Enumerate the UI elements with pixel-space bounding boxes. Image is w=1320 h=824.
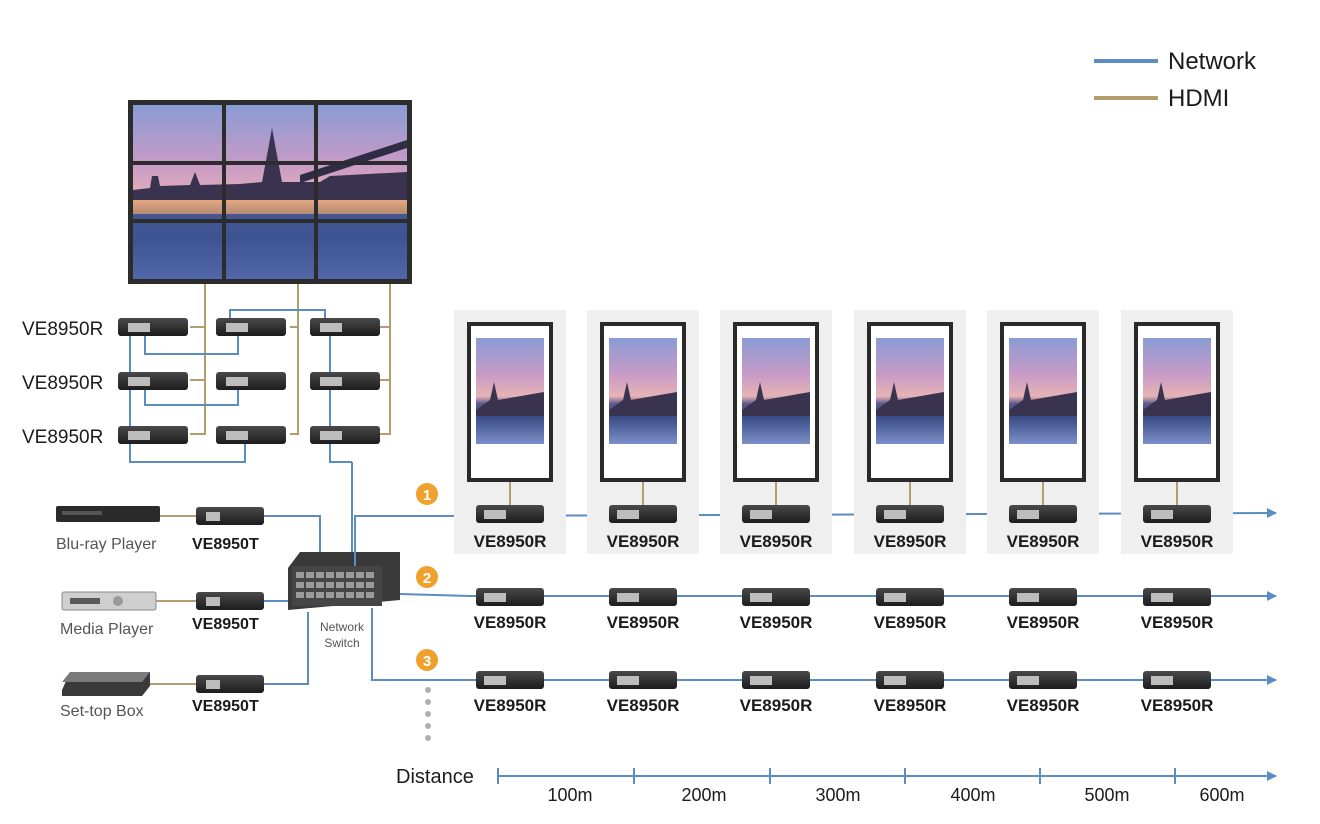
signage-unit: VE8950R	[587, 310, 699, 554]
receiver-label: VE8950R	[1007, 532, 1080, 551]
receiver-unit: VE8950R	[1007, 671, 1080, 715]
blu-ray-player-icon	[56, 506, 160, 522]
svg-text:3: 3	[423, 653, 431, 670]
receiver-label: VE8950R	[1141, 613, 1214, 632]
transmitters	[196, 507, 264, 693]
wall-receiver-label: VE8950R	[22, 427, 103, 448]
receiver-unit: VE8950R	[474, 588, 547, 632]
switch-label-line1: Network	[320, 620, 365, 634]
receiver-unit: VE8950R	[1141, 671, 1214, 715]
chain-badge: 3	[416, 649, 438, 671]
set-top-box-icon	[62, 672, 150, 696]
receiver-label: VE8950R	[874, 532, 947, 551]
receiver-unit: VE8950R	[1007, 588, 1080, 632]
receiver-label: VE8950R	[607, 696, 680, 715]
receiver-label: VE8950R	[1007, 613, 1080, 632]
distance-tick-label: 300m	[815, 785, 860, 805]
distance-tick-label: 600m	[1199, 785, 1244, 805]
receiver-unit: VE8950R	[607, 588, 680, 632]
chain-3-receivers: VE8950R VE8950R VE8950R VE8950R VE8950R …	[474, 671, 1214, 715]
receiver-label: VE8950R	[1007, 696, 1080, 715]
receiver-unit: VE8950R	[740, 588, 813, 632]
transmitter-label: VE8950T	[192, 536, 259, 553]
transmitter-device	[196, 592, 264, 610]
distance-tick-label: 200m	[681, 785, 726, 805]
transmitter-device	[196, 507, 264, 525]
distance-tick-label: 400m	[950, 785, 995, 805]
switch-uplinks	[354, 515, 471, 681]
legend: Network HDMI	[1094, 48, 1257, 112]
source-label: Set-top Box	[60, 703, 144, 720]
receiver-label: VE8950R	[874, 696, 947, 715]
video-wall-receivers	[118, 318, 380, 444]
svg-text:1: 1	[423, 487, 431, 504]
receiver-device	[118, 372, 188, 390]
receiver-label: VE8950R	[740, 696, 813, 715]
distance-label: Distance	[396, 766, 474, 788]
receiver-unit: VE8950R	[740, 671, 813, 715]
receiver-device	[118, 318, 188, 336]
source-hdmi-cables	[150, 515, 196, 685]
wall-receiver-label: VE8950R	[22, 373, 103, 394]
svg-text:2: 2	[423, 570, 431, 587]
receiver-device	[310, 318, 380, 336]
distance-scale: Distance 100m 200m 300m 400m 500m 600m	[396, 766, 1277, 805]
legend-network-label: Network	[1168, 48, 1257, 75]
receiver-device	[118, 426, 188, 444]
receiver-unit: VE8950R	[874, 671, 947, 715]
legend-hdmi-label: HDMI	[1168, 85, 1229, 112]
signage-unit: VE8950R	[854, 310, 966, 554]
switch-label-line2: Switch	[324, 636, 359, 650]
receiver-unit: VE8950R	[874, 588, 947, 632]
transmitter-device	[196, 675, 264, 693]
chain-1-signage: VE8950R VE8950R VE8950R	[454, 310, 1233, 554]
receiver-label: VE8950R	[607, 532, 680, 551]
receiver-label: VE8950R	[740, 532, 813, 551]
receiver-label: VE8950R	[474, 613, 547, 632]
chain-badge: 2	[416, 566, 438, 588]
receiver-label: VE8950R	[1141, 696, 1214, 715]
wall-receiver-label: VE8950R	[22, 319, 103, 340]
transmitter-label: VE8950T	[192, 698, 259, 715]
network-switch	[288, 552, 400, 610]
distance-tick-label: 100m	[547, 785, 592, 805]
signage-unit: VE8950R	[987, 310, 1099, 554]
receiver-device	[310, 426, 380, 444]
receiver-label: VE8950R	[874, 613, 947, 632]
chain-badges: 1 2 3	[416, 483, 438, 671]
receiver-label: VE8950R	[740, 613, 813, 632]
receiver-label: VE8950R	[474, 696, 547, 715]
media-player-icon	[61, 591, 157, 611]
receiver-label: VE8950R	[474, 532, 547, 551]
signage-unit: VE8950R	[720, 310, 832, 554]
source-label: Media Player	[60, 621, 154, 638]
receiver-device	[216, 426, 286, 444]
video-wall-cabling	[129, 284, 391, 463]
receiver-device	[216, 318, 286, 336]
more-chains-ellipsis	[425, 687, 431, 741]
distance-tick-label: 500m	[1084, 785, 1129, 805]
receiver-unit: VE8950R	[1141, 588, 1214, 632]
receiver-device	[216, 372, 286, 390]
receiver-device	[310, 372, 380, 390]
chain-badge: 1	[416, 483, 438, 505]
receiver-unit: VE8950R	[474, 671, 547, 715]
transmitter-label: VE8950T	[192, 616, 259, 633]
video-wall	[128, 100, 412, 284]
sources: Blu-ray Player Media Player Set-top Box	[56, 506, 160, 720]
signage-unit: VE8950R	[454, 310, 566, 554]
receiver-label: VE8950R	[607, 613, 680, 632]
signage-unit: VE8950R	[1121, 310, 1233, 554]
source-label: Blu-ray Player	[56, 536, 157, 553]
receiver-unit: VE8950R	[607, 671, 680, 715]
receiver-label: VE8950R	[1141, 532, 1214, 551]
chain-2-receivers: VE8950R VE8950R VE8950R VE8950R VE8950R …	[474, 588, 1214, 632]
